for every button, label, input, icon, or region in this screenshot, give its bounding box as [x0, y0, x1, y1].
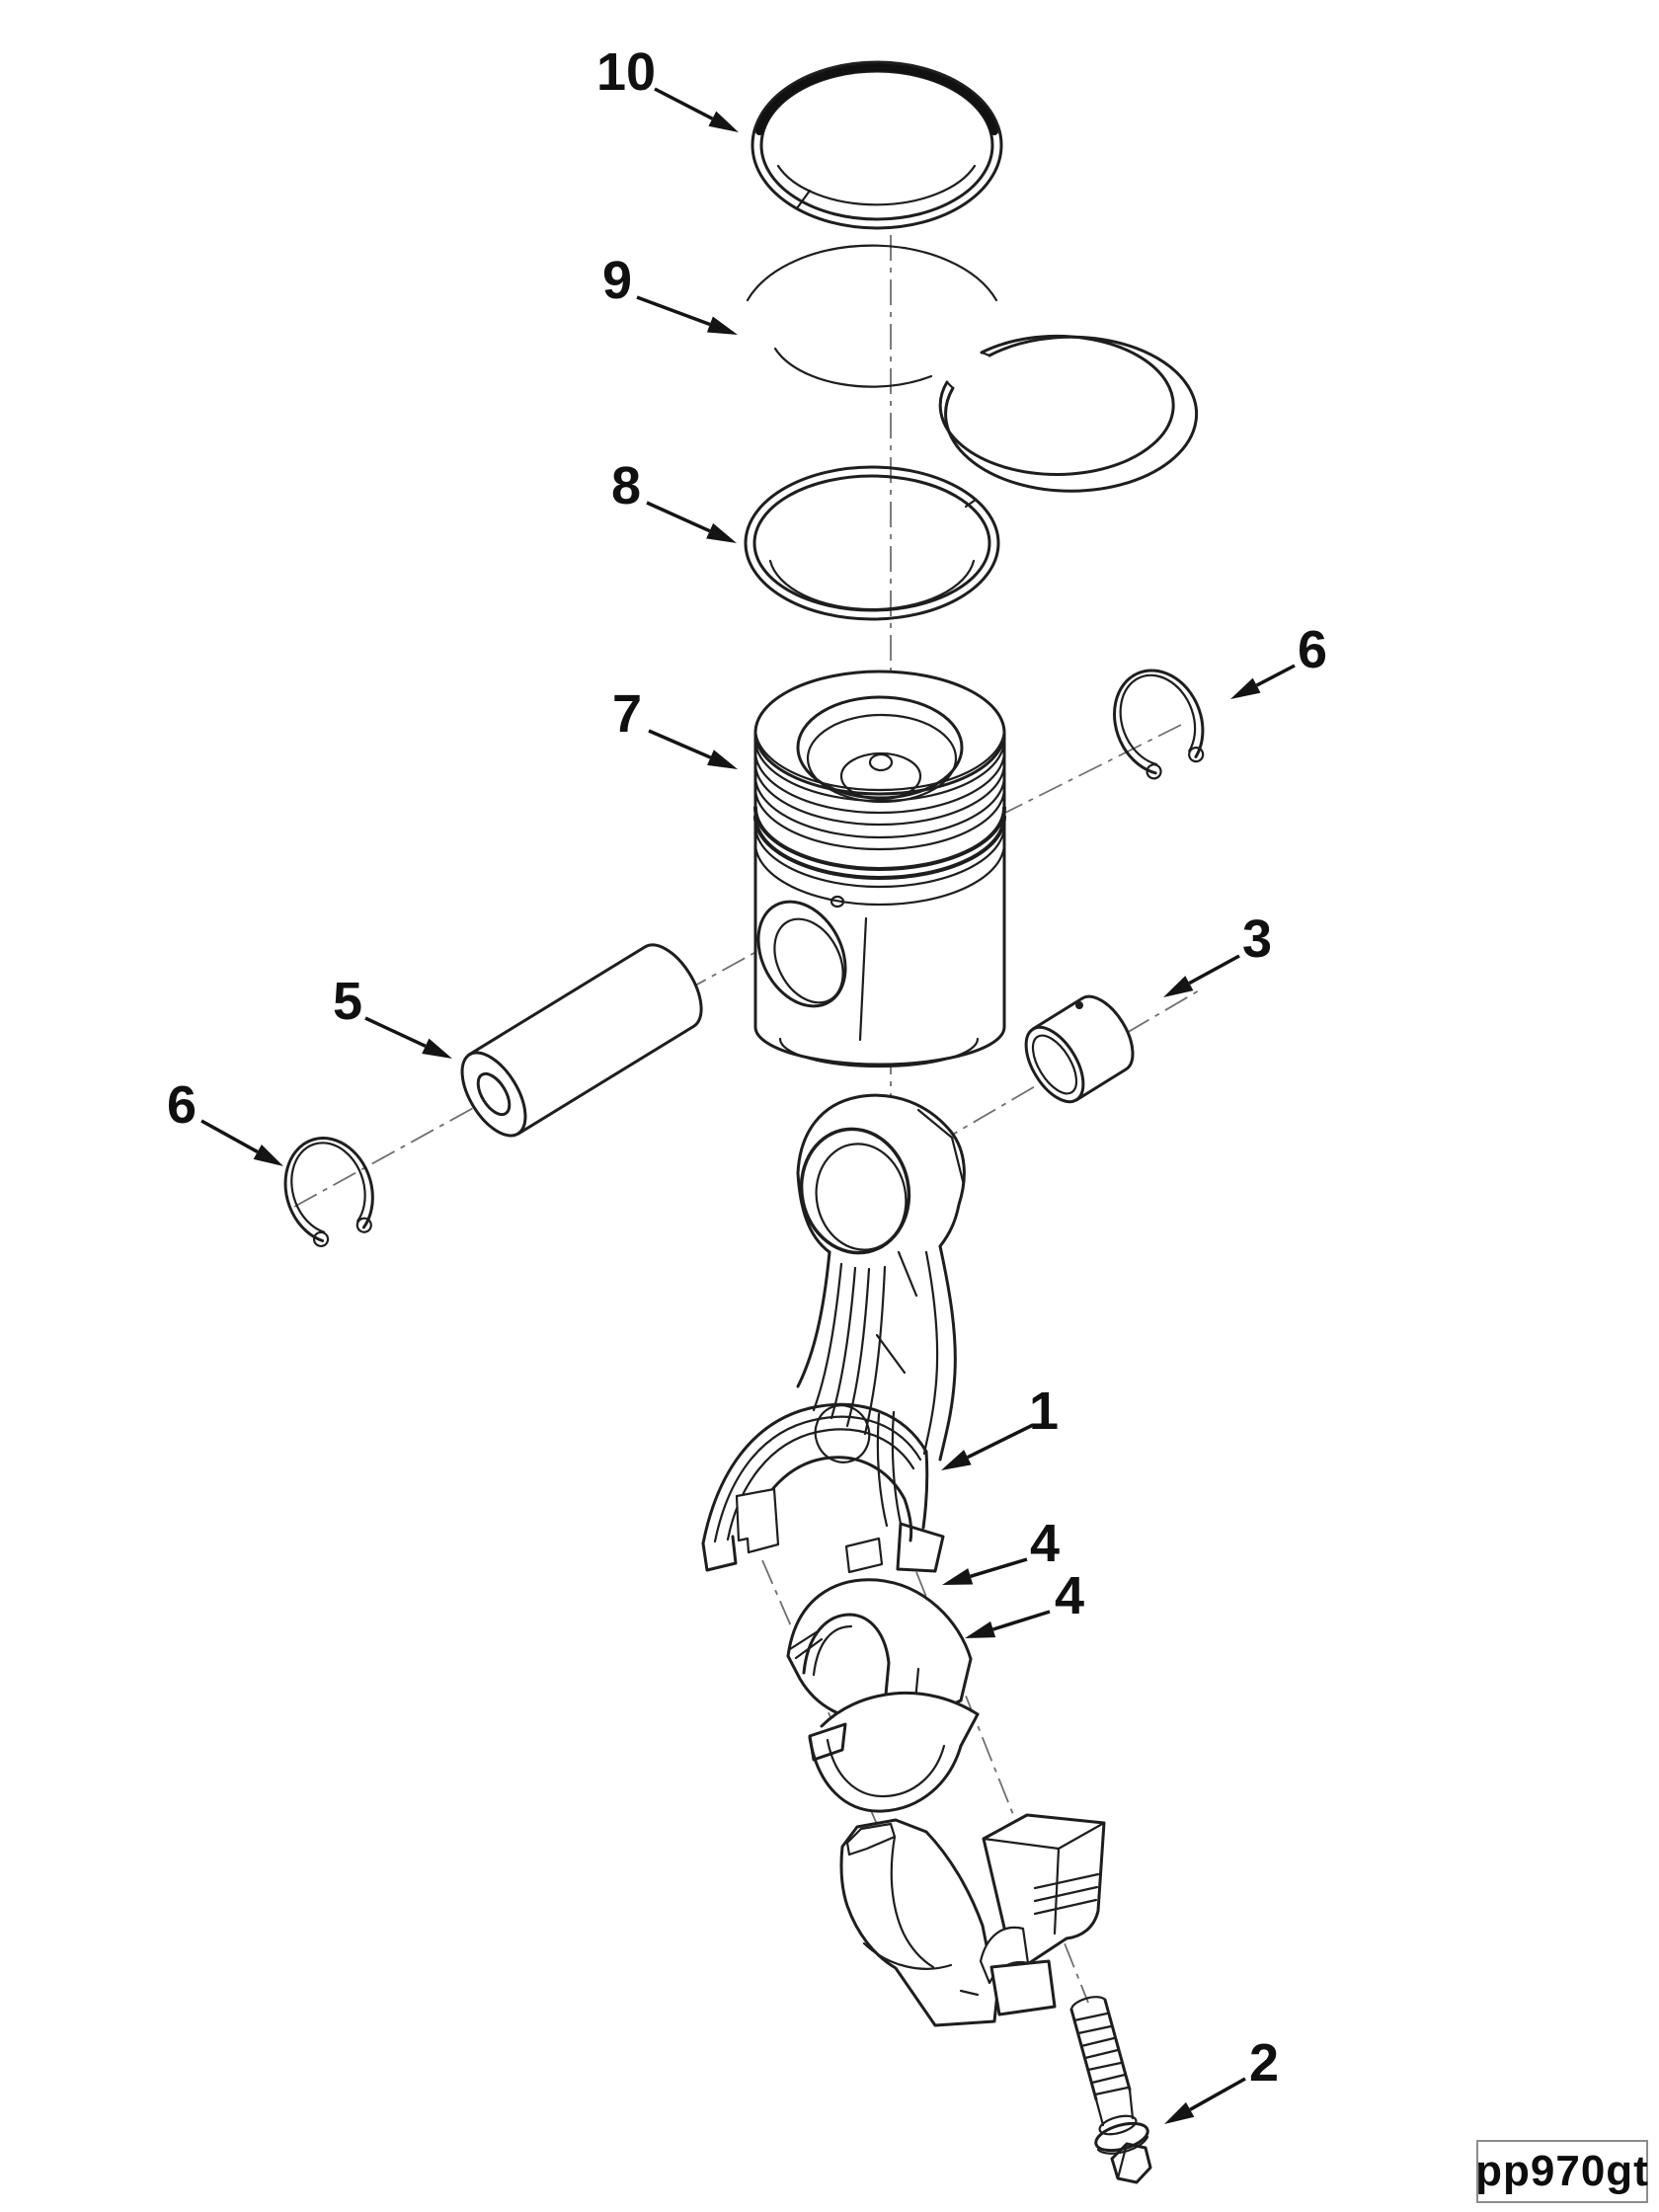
part-rod-cap	[839, 1813, 1106, 2027]
callout-rod-cap-screw: 2	[1164, 2033, 1279, 2124]
part-piston-pin-bushing	[1024, 994, 1135, 1104]
callout-oil-control-ring: 8	[611, 456, 737, 543]
part-connecting-rod	[701, 1093, 966, 1574]
callout-leader-line	[200, 1119, 259, 1153]
callout-leader-line	[364, 1016, 427, 1048]
callout-leader-line	[1189, 2077, 1246, 2111]
callout-number-bearing-shell-lower: 4	[1055, 1566, 1084, 1625]
callout-number-piston: 7	[612, 684, 642, 744]
part-bearing-shell-lower	[808, 1691, 980, 1813]
retaining-ring-axis-line	[998, 724, 1182, 817]
callout-piston-pin: 5	[333, 972, 452, 1059]
callout-second-compression-ring: 9	[602, 251, 738, 335]
callout-arrowhead	[707, 750, 738, 769]
part-top-compression-ring	[750, 60, 1003, 230]
callout-leader-line	[1188, 954, 1240, 986]
callout-number-oil-control-ring: 8	[611, 456, 641, 515]
callout-leader-line	[636, 295, 711, 327]
part-piston	[753, 670, 1006, 1068]
part-piston-pin	[460, 943, 703, 1138]
callout-leader-line	[967, 1423, 1034, 1460]
callout-arrowhead	[1163, 976, 1194, 997]
callout-arrowhead	[965, 1620, 996, 1638]
callout-number-piston-pin-bushing: 3	[1242, 909, 1272, 969]
callouts: 10 9 8 7 6 6 5 3 1 44 2	[167, 42, 1327, 2124]
callout-leader-line	[646, 501, 711, 533]
part-bearing-shell-upper	[786, 1578, 973, 1723]
callout-arrowhead	[706, 316, 738, 335]
callout-top-compression-ring: 10	[596, 42, 739, 132]
centerlines	[293, 235, 1202, 2004]
callout-number-bearing-shell-upper: 4	[1030, 1514, 1060, 1573]
part-oil-control-ring	[744, 465, 1000, 621]
callout-leader-line	[648, 729, 712, 759]
callout-piston: 7	[612, 684, 738, 769]
figure-code-box: pp970gt	[1475, 2140, 1649, 2203]
callout-bearing-shell-lower: 4	[965, 1566, 1084, 1638]
callout-number-connecting-rod: 1	[1029, 1382, 1059, 1441]
figure-code: pp970gt	[1475, 2147, 1649, 2195]
callout-arrowhead	[706, 522, 737, 543]
callout-bearing-shell-upper: 4	[942, 1514, 1060, 1585]
part-retaining-ring-left	[283, 1137, 374, 1248]
callout-arrowhead	[1164, 2101, 1195, 2124]
callout-arrowhead	[942, 1568, 974, 1585]
callout-piston-pin-bushing: 3	[1163, 909, 1272, 997]
callout-arrowhead	[1230, 677, 1261, 699]
callout-retaining-ring-right: 6	[1230, 620, 1327, 699]
callout-arrowhead	[422, 1038, 452, 1059]
callout-number-retaining-ring-right: 6	[1298, 620, 1327, 679]
part-retaining-ring-right	[1113, 669, 1205, 780]
callout-number-piston-pin: 5	[333, 972, 362, 1031]
callout-leader-line	[654, 87, 714, 120]
part-second-compression-ring	[746, 244, 1199, 493]
callout-number-retaining-ring-left: 6	[167, 1075, 197, 1135]
callout-connecting-rod: 1	[941, 1382, 1059, 1470]
callout-number-second-compression-ring: 9	[602, 251, 632, 310]
callout-number-rod-cap-screw: 2	[1249, 2033, 1279, 2093]
callout-arrowhead	[253, 1145, 283, 1166]
callout-arrowhead	[708, 111, 739, 132]
callout-leader-line	[970, 1557, 1028, 1578]
callout-leader-line	[992, 1610, 1051, 1631]
callout-arrowhead	[941, 1450, 972, 1470]
part-rod-cap-screw	[1069, 1996, 1152, 2184]
callout-number-top-compression-ring: 10	[596, 42, 656, 102]
callout-leader-line	[1255, 664, 1296, 687]
callout-retaining-ring-left: 6	[167, 1075, 283, 1166]
